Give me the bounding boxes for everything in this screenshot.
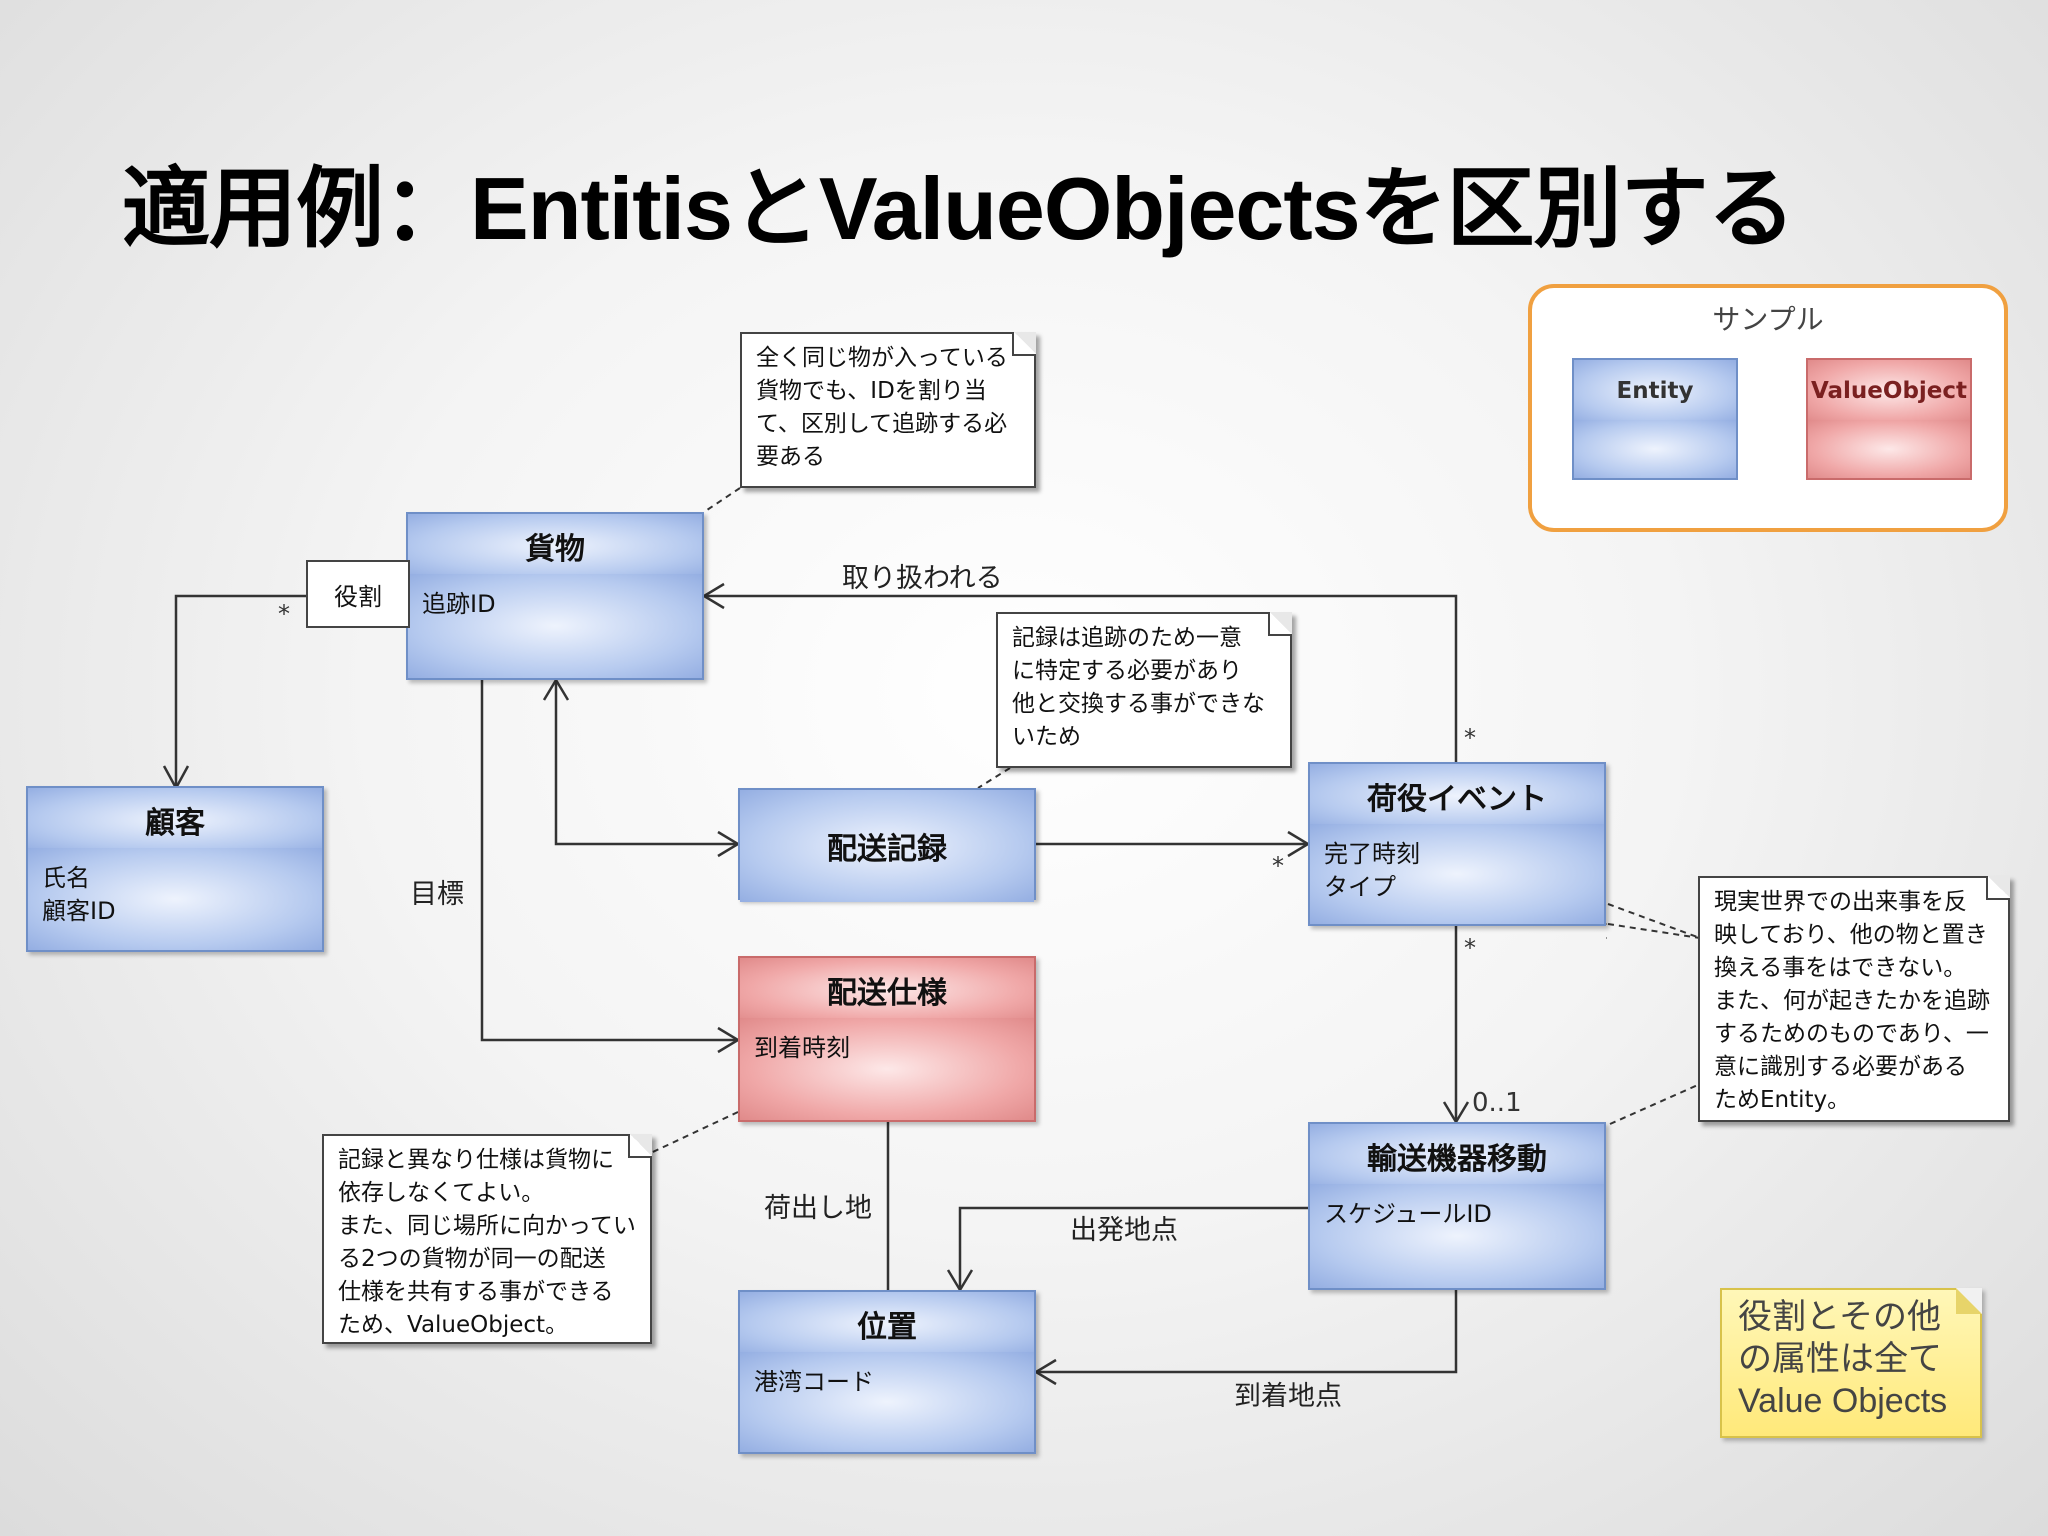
mult-history-event: *	[1272, 852, 1284, 880]
class-customer-attr: 氏名	[42, 864, 90, 892]
sticky-line: の属性は全て	[1738, 1340, 1942, 1378]
class-cargo-attr: 追跡ID	[422, 590, 496, 618]
sample-title: サンプル	[1712, 303, 1824, 336]
sample-entity-label: Entity	[1574, 360, 1736, 424]
class-customer-attrs: 氏名 顧客ID	[28, 848, 322, 950]
class-handling-event[interactable]: 荷役イベント 完了時刻 タイプ	[1308, 762, 1606, 926]
label-arrival: 到着地点	[1234, 1381, 1342, 1412]
note-spec-line: 依存しなくてよい。	[338, 1180, 545, 1206]
class-delivery-history-name: 配送記録	[740, 790, 1034, 902]
note-event-line: 意に識別する必要がある	[1714, 1054, 1967, 1080]
note-cargo: 全く同じ物が入っている 貨物でも、IDを割り当 て、区別して追跡する必 要ある	[740, 332, 1036, 488]
note-cargo-line: 要ある	[756, 444, 825, 470]
class-delivery-spec-attr: 到着時刻	[754, 1034, 850, 1062]
class-handling-event-attr: タイプ	[1324, 873, 1396, 901]
mult-customer-role: *	[278, 600, 290, 628]
note-cargo-line: 貨物でも、IDを割り当	[756, 378, 987, 404]
note-event: 現実世界での出来事を反 映しており、他の物と置き 換える事をはできない。 また、…	[1698, 876, 2010, 1122]
sample-value-object: ValueObject	[1806, 358, 1972, 480]
sample-entity: Entity	[1572, 358, 1738, 480]
note-spec-line: ため、ValueObject。	[338, 1312, 569, 1338]
class-handling-event-attr: 完了時刻	[1324, 840, 1420, 868]
note-fold-icon	[1268, 612, 1292, 636]
mult-movement-zero-one: 0..1	[1472, 1088, 1522, 1118]
handled-arrowhead	[701, 582, 725, 610]
role-qualifier: 役割	[306, 560, 410, 628]
class-carrier-movement-attrs: スケジュールID	[1310, 1184, 1604, 1288]
sample-entity-body	[1574, 420, 1736, 478]
note-fold-icon	[628, 1134, 652, 1158]
departure-line	[958, 1206, 1308, 1290]
class-cargo[interactable]: 貨物 追跡ID	[406, 512, 704, 680]
handled-line	[704, 594, 1458, 762]
spec-note-anchor	[639, 1111, 739, 1159]
note-fold-icon	[1986, 876, 2010, 900]
note-spec-line: 記録と異なり仕様は貨物に	[338, 1147, 614, 1173]
arrival-line	[1036, 1290, 1458, 1374]
class-handling-event-name: 荷役イベント	[1310, 764, 1604, 830]
note-history-line: に特定する必要があり	[1012, 658, 1242, 684]
sticky-line: 役割とその他	[1738, 1298, 1941, 1336]
event-anchor-upper-seg	[1607, 903, 1701, 939]
sample-value-object-label: ValueObject	[1808, 360, 1970, 424]
class-location-name: 位置	[740, 1292, 1034, 1358]
sticky-line: Value Objects	[1738, 1382, 1948, 1420]
class-customer-name: 顧客	[28, 788, 322, 854]
class-delivery-spec-attrs: 到着時刻	[740, 1018, 1034, 1120]
class-cargo-attrs: 追跡ID	[408, 574, 702, 678]
class-carrier-movement[interactable]: 輸送機器移動 スケジュールID	[1308, 1122, 1606, 1290]
sticky-note: 役割とその他 の属性は全て Value Objects	[1720, 1288, 1982, 1438]
class-handling-event-attrs: 完了時刻 タイプ	[1310, 824, 1604, 924]
note-history-line: 記録は追跡のため一意	[1012, 625, 1242, 651]
event-anchor-upper	[1607, 923, 1701, 939]
note-history-line: いため	[1012, 724, 1081, 750]
class-location[interactable]: 位置 港湾コード	[738, 1290, 1036, 1454]
note-fold-icon	[1012, 332, 1036, 356]
cargo-history-line	[554, 680, 738, 846]
note-event-line: ためEntity。	[1714, 1087, 1851, 1113]
note-spec-line: る2つの貨物が同一の配送	[338, 1246, 606, 1272]
class-carrier-movement-attr: スケジュールID	[1324, 1200, 1492, 1228]
sample-legend: サンプル Entity ValueObject	[1528, 284, 2008, 532]
cargo-history-arrowhead-up	[542, 677, 570, 701]
note-history-line: 他と交換する事ができな	[1012, 691, 1265, 717]
sample-value-object-body	[1808, 420, 1970, 478]
mult-handled-event: *	[1464, 724, 1476, 752]
sticky-fold-icon	[1956, 1288, 1982, 1314]
note-spec: 記録と異なり仕様は貨物に 依存しなくてよい。 また、同じ場所に向かってい る2つ…	[322, 1134, 652, 1344]
class-cargo-name: 貨物	[408, 514, 702, 580]
note-event-line: また、何が起きたかを追跡	[1714, 988, 1990, 1014]
note-cargo-line: 全く同じ物が入っている	[756, 345, 1008, 371]
role-line	[174, 594, 306, 786]
class-location-attrs: 港湾コード	[740, 1352, 1034, 1452]
history-note-anchor	[977, 767, 1011, 789]
arrival-arrowhead	[1033, 1358, 1057, 1386]
class-customer[interactable]: 顧客 氏名 顧客ID	[26, 786, 324, 952]
note-event-line: するためのものであり、一	[1714, 1021, 1989, 1047]
class-carrier-movement-name: 輸送機器移動	[1310, 1124, 1604, 1190]
label-handled: 取り扱われる	[842, 563, 1003, 594]
label-goal: 目標	[410, 879, 464, 910]
event-anchor-lower	[1609, 1083, 1701, 1125]
note-event-line: 換える事をはできない。	[1714, 955, 1967, 981]
page-title: 適用例：EntitisとValueObjectsを区別する	[122, 159, 1796, 258]
label-origin: 荷出し地	[764, 1193, 872, 1224]
note-cargo-line: て、区別して追跡する必	[756, 411, 1008, 437]
class-delivery-spec[interactable]: 配送仕様 到着時刻	[738, 956, 1036, 1122]
note-event-line: 現実世界での出来事を反	[1714, 889, 1967, 915]
class-location-attr: 港湾コード	[754, 1368, 874, 1396]
class-delivery-history[interactable]: 配送記録	[738, 788, 1036, 902]
note-event-line: 映しており、他の物と置き	[1714, 922, 1988, 948]
class-customer-attr: 顧客ID	[42, 897, 116, 925]
note-spec-line: また、同じ場所に向かってい	[338, 1213, 636, 1239]
goal-line	[480, 680, 738, 1042]
label-departure: 出発地点	[1070, 1215, 1178, 1246]
cargo-note-anchor	[703, 487, 741, 513]
note-history: 記録は追跡のため一意 に特定する必要があり 他と交換する事ができな いため	[996, 612, 1292, 768]
note-spec-line: 仕様を共有する事ができる	[338, 1279, 614, 1305]
mult-event-movement: *	[1464, 934, 1476, 962]
class-delivery-spec-name: 配送仕様	[740, 958, 1034, 1024]
